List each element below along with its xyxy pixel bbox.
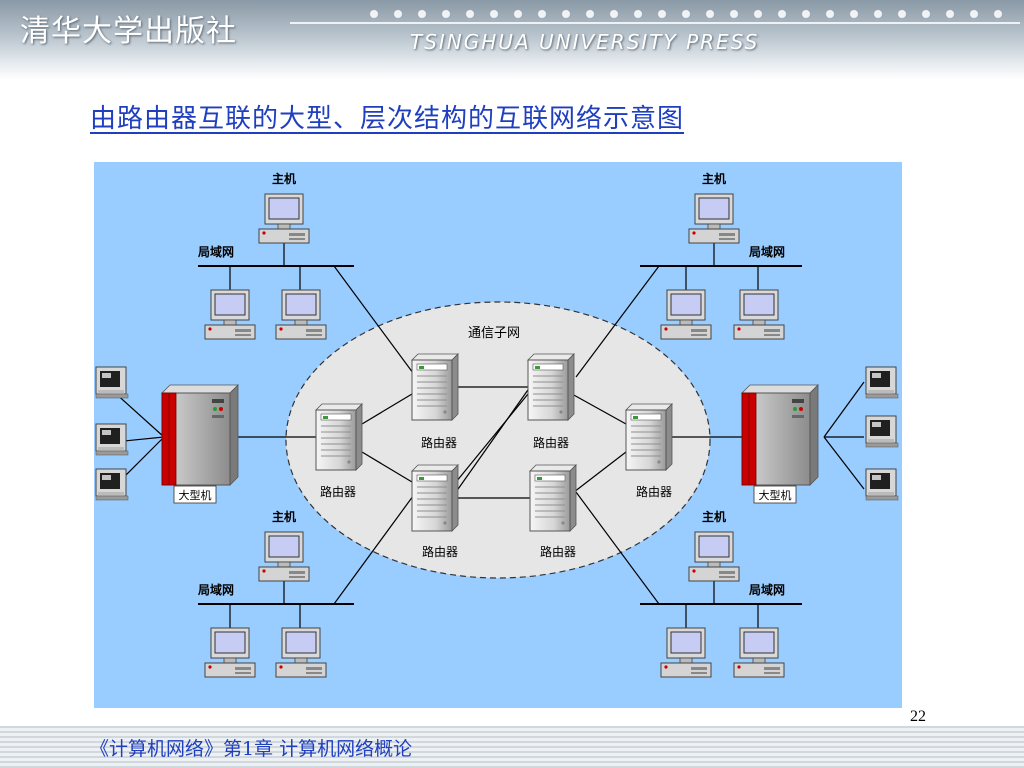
terminal-icon [95,468,129,501]
header-dot [610,10,618,18]
router-icon [529,464,577,532]
lan-label: 局域网 [198,244,234,259]
terminal-icon [95,423,129,456]
header-dot [538,10,546,18]
header-dot [418,10,426,18]
network-links [113,265,865,605]
workstation-icon [204,289,256,340]
publisher-name-en: TSINGHUA UNIVERSITY PRESS [410,30,760,54]
router-icon [625,403,673,471]
header-dot [778,10,786,18]
header-dot [682,10,690,18]
header-dot [442,10,450,18]
router-label: 路由器 [421,435,457,450]
workstation-icon [275,289,327,340]
router-icon [315,403,363,471]
lan-label: 局域网 [749,582,785,597]
host-label: 主机 [272,171,296,186]
header-dot [370,10,378,18]
mainframe-icon [741,384,819,486]
workstation-icon [275,627,327,678]
terminal-icon [865,415,899,448]
router-icon [527,353,575,421]
header-dot [730,10,738,18]
lan-label: 局域网 [749,244,785,259]
workstation-icon [733,289,785,340]
header-dot [490,10,498,18]
header-dot [514,10,522,18]
workstation-icon [660,627,712,678]
header-dot [754,10,762,18]
router-icon [411,353,459,421]
publisher-name-cn: 清华大学出版社 [20,14,237,49]
header-dot [946,10,954,18]
header-dot [922,10,930,18]
terminal-icon [95,366,129,399]
mainframe-label: 大型机 [179,488,212,502]
header-dot [802,10,810,18]
mainframe-label: 大型机 [759,488,792,502]
workstation-icon [733,627,785,678]
router-label: 路由器 [320,484,356,499]
mainframe-icon [161,384,239,486]
footer-text: 《计算机网络》第1章 计算机网络概论 [90,738,413,760]
header-dot [466,10,474,18]
header-line [290,22,1020,24]
router-icon [411,464,459,532]
header-dot [874,10,882,18]
workstation-icon [660,289,712,340]
host-label: 主机 [702,171,726,186]
communication-subnet [285,301,711,579]
header-dot [706,10,714,18]
lan-label: 局域网 [198,582,234,597]
header-dot [658,10,666,18]
host-label: 主机 [702,509,726,524]
header-dot [898,10,906,18]
host-computer-icon [688,531,740,582]
terminal-icon [865,468,899,501]
host-computer-icon [258,531,310,582]
host-computer-icon [258,193,310,244]
workstation-icon [204,627,256,678]
header-banner: 清华大学出版社 TSINGHUA UNIVERSITY PRESS [0,0,1024,80]
header-dot [634,10,642,18]
footer-bar [0,726,1024,768]
host-label: 主机 [272,509,296,524]
header-dot [994,10,1002,18]
host-computer-icon [688,193,740,244]
terminal-icon [865,366,899,399]
subnet-label: 通信子网 [468,326,520,341]
router-label: 路由器 [540,544,576,559]
header-dot [562,10,570,18]
header-dot [826,10,834,18]
header-dot [394,10,402,18]
header-dot [586,10,594,18]
network-diagram: 主机 局域网 主机 局域网 主机 局域网 主机 局域网 大型机 大型机 路由器 … [94,162,902,708]
page-number: 22 [910,708,926,725]
slide-title: 由路由器互联的大型、层次结构的互联网络示意图 [90,104,685,134]
header-dot [850,10,858,18]
header-dot [970,10,978,18]
router-label: 路由器 [636,484,672,499]
router-label: 路由器 [422,544,458,559]
router-label: 路由器 [533,435,569,450]
